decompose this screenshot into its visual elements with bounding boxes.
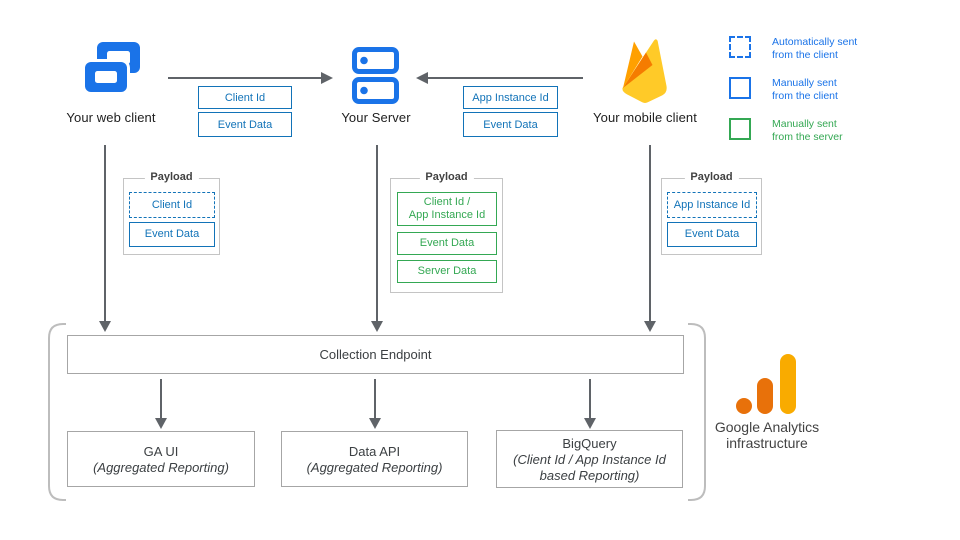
app-instance-id-tag: App Instance Id [463, 86, 558, 109]
firebase-icon [622, 39, 667, 103]
web-to-server-arrow [168, 72, 333, 84]
mobile-to-server-arrow [416, 72, 583, 84]
web-payload-client-id: Client Id [129, 192, 215, 218]
legend-label-manual-server: Manually sent from the server [772, 118, 843, 143]
event-data-tag-web: Event Data [198, 112, 292, 137]
legend-swatch-manual-server [729, 118, 751, 140]
server-icon [352, 47, 399, 104]
web-client-icon [82, 42, 140, 95]
server-payload-ids: Client Id / App Instance Id [397, 192, 497, 226]
mobile-payload-app-instance-id: App Instance Id [667, 192, 757, 218]
mobile-payload-title: Payload [684, 171, 739, 183]
bigquery-title: BigQuery [562, 435, 617, 451]
bigquery-subtitle: (Client Id / App Instance Id based Repor… [513, 451, 666, 483]
mobile-to-endpoint-arrow [644, 145, 656, 332]
legend-swatch-auto-client [729, 36, 751, 58]
endpoint-to-bigquery-arrow [584, 379, 596, 429]
client-id-tag: Client Id [198, 86, 292, 109]
ga-ui-box: GA UI (Aggregated Reporting) [67, 431, 255, 487]
endpoint-to-gaui-arrow [155, 379, 167, 429]
web-payload-title: Payload [144, 171, 199, 183]
server-payload-event-data: Event Data [397, 232, 497, 255]
server-payload-group: Payload Client Id / App Instance Id Even… [390, 171, 503, 293]
endpoint-to-dataapi-arrow [369, 379, 381, 429]
server-payload-title: Payload [419, 171, 474, 183]
legend-swatch-manual-client [729, 77, 751, 99]
legend-label-manual-client: Manually sent from the client [772, 77, 838, 102]
mobile-payload-group: Payload App Instance Id Event Data [661, 171, 762, 255]
google-analytics-icon [736, 354, 796, 414]
bigquery-box: BigQuery (Client Id / App Instance Id ba… [496, 430, 683, 488]
data-api-subtitle: (Aggregated Reporting) [306, 459, 443, 475]
collection-endpoint-label: Collection Endpoint [319, 347, 432, 362]
data-api-box: Data API (Aggregated Reporting) [281, 431, 468, 487]
ga-ui-subtitle: (Aggregated Reporting) [93, 459, 229, 475]
mobile-client-label: Your mobile client [593, 110, 697, 125]
server-label: Your Server [341, 110, 411, 125]
legend-label-auto-client: Automatically sent from the client [772, 36, 858, 61]
mobile-payload-event-data: Event Data [667, 222, 757, 247]
web-payload-group: Payload Client Id Event Data [123, 171, 220, 255]
ga-ui-title: GA UI [143, 443, 179, 459]
collection-endpoint-box: Collection Endpoint [67, 335, 684, 374]
server-payload-server-data: Server Data [397, 260, 497, 283]
event-data-tag-mobile: Event Data [463, 112, 558, 137]
web-payload-event-data: Event Data [129, 222, 215, 247]
ga-infrastructure-label: Google Analytics infrastructure [714, 419, 820, 451]
server-to-endpoint-arrow [371, 145, 383, 332]
web-to-endpoint-arrow [99, 145, 111, 332]
data-api-title: Data API [348, 443, 401, 459]
web-client-label: Your web client [66, 110, 156, 125]
